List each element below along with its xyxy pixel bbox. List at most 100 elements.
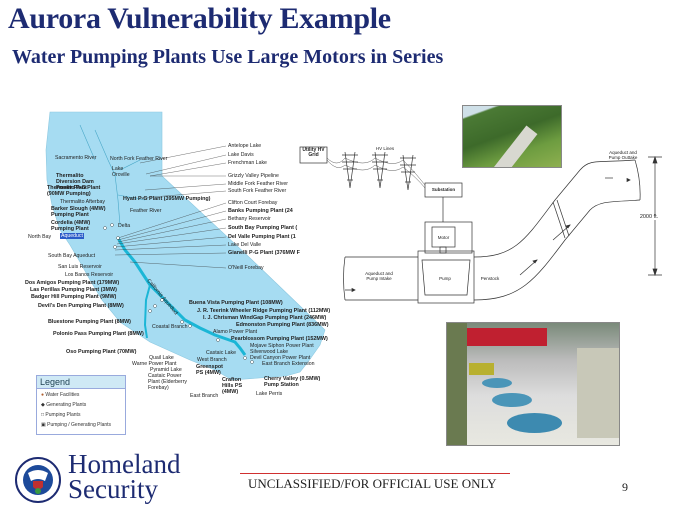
map-label: Badger Hill Pumping Plant (9MW) <box>31 294 117 300</box>
map-label: Sacramento River <box>55 155 97 161</box>
rivers <box>79 124 146 226</box>
map-label: Bluestone Pumping Plant (8MW) <box>48 319 131 325</box>
pumping-plant-icon: □ <box>41 412 45 418</box>
legend-item-water-facilities: ● Water Facilities <box>37 389 125 399</box>
map-label: Del Valle Pumping Plant (1 <box>228 234 296 240</box>
pump-label: Pump <box>439 276 451 281</box>
utility-hv-grid-label: Utility HV Grid <box>302 147 325 158</box>
map-label: Antelope Lake <box>228 143 262 149</box>
dhs-seal-logo <box>15 457 61 503</box>
coastal-branch-line <box>143 284 151 339</box>
map-label: O'Neill Forebay <box>228 265 264 271</box>
legend-item-generating: ◆ Generating Plants <box>37 399 125 409</box>
map-label: Devil Canyon Power Plant <box>250 355 311 361</box>
hv-lines <box>326 157 426 189</box>
map-label: Quail Lake <box>149 355 174 361</box>
legend-label: Water Facilities <box>45 392 80 398</box>
strikethrough-line <box>240 473 510 474</box>
map-label: Polonio Pass Pumping Plant (8MW) <box>53 331 144 337</box>
slide-title: Aurora Vulnerability Example <box>8 2 391 35</box>
pump-hall-photo <box>446 322 620 446</box>
map-label: South Fork Feather River <box>228 188 287 194</box>
map-label: Devil's Den Pumping Plant (8MW) <box>38 303 124 309</box>
map-label: Coastal Branch <box>152 324 188 330</box>
map-label: Clifton Court Forebay <box>228 200 278 206</box>
map-label: Lake Perris <box>256 391 283 397</box>
pumping-generating-icon: ▣ <box>41 422 46 428</box>
org-line-2: Security <box>68 474 158 504</box>
transmission-tower-icons <box>342 151 416 191</box>
map-label: Silverwood Lake <box>250 349 289 355</box>
map-label: East Branch Extension <box>262 361 315 367</box>
map-label: Edmonston Pumping Plant (836MW) <box>236 322 329 328</box>
generating-plant-icon: ◆ <box>41 402 45 408</box>
map-label: Feather River <box>130 208 162 214</box>
map-label: Oso Pumping Plant (70MW) <box>66 349 137 355</box>
classification-marking: UNCLASSIFIED/FOR OFFICIAL USE ONLY <box>248 476 497 491</box>
map-label: Thermalito Diversion Dam Power Plant <box>56 173 94 191</box>
map-label: Las Perillas Pumping Plant (3MW) <box>30 287 117 293</box>
map-label: Hyatt P-G Plant (395MW Pumping) <box>123 196 211 202</box>
substation-box <box>424 182 463 198</box>
legend-label: Generating Plants <box>46 402 87 408</box>
map-label: Lake Del Valle <box>228 242 262 248</box>
homeland-security-wordmark: Homeland Security <box>68 449 181 504</box>
map-label: Castaic Lake <box>206 350 236 356</box>
penstock-label: Penstock <box>480 276 500 281</box>
map-label: South Bay Aqueduct <box>48 253 96 259</box>
legend-label: Pumping Plants <box>45 412 81 418</box>
map-label: East Branch <box>190 393 219 399</box>
hillside-penstock-photo <box>462 105 562 168</box>
map-label: Delta <box>118 223 131 229</box>
penstock-pipe <box>473 159 641 301</box>
water-facility-icon: ● <box>41 392 45 398</box>
map-label: North Fork Feather River <box>110 156 168 162</box>
map-label: Lake Davis <box>228 152 254 158</box>
map-label: Barker Slough (4MW) Pumping Plant <box>51 206 106 218</box>
map-label: Pyramid Lake <box>150 367 182 373</box>
map-label: Alamo Power Plant <box>213 329 258 335</box>
legend-title: Legend <box>37 376 125 389</box>
map-label: Bethany Reservoir <box>228 216 271 222</box>
map-label: Banks Pumping Plant (24 <box>228 208 293 214</box>
motor-label: Motor <box>437 235 450 240</box>
map-label: Mojave Siphon Power Plant <box>250 343 314 349</box>
map-label: Warne Power Plant <box>132 361 177 367</box>
utility-box <box>299 146 328 164</box>
map-label: Frenchman Lake <box>228 160 267 166</box>
california-map <box>45 111 326 381</box>
map-label: Greenspot PS (4MW) <box>196 364 223 376</box>
map-label: Gianelli P-G Plant (376MW F <box>228 250 300 256</box>
map-label: Thermalito Afterbay <box>60 199 105 205</box>
substation-label: Substation <box>431 187 456 192</box>
map-label: Grizzly Valley Pipeline <box>228 173 279 179</box>
map-label: Lake Oroville <box>112 166 130 178</box>
intake-pipe <box>345 256 418 301</box>
map-label: Dos Amigos Pumping Plant (179MW) <box>25 280 120 286</box>
facility-markers <box>103 223 254 364</box>
map-label: South Bay Pumping Plant ( <box>228 225 298 231</box>
map-label: Middle Fork Feather River <box>228 181 288 187</box>
hv-lines-label: HV Lines <box>375 146 395 151</box>
california-aqueduct-line <box>116 237 247 356</box>
map-label: Cherry Valley (0.5MW) Pump Station <box>264 376 321 388</box>
map-label: San Luis Reservoir <box>58 264 102 270</box>
map-label: Cordelia (4MW) Pumping Plant <box>51 220 91 232</box>
legend-label: Pumping / Generating Plants <box>47 422 112 428</box>
page-number: 9 <box>622 480 628 494</box>
map-label: North Bay <box>28 234 52 240</box>
legend-item-pumping: □ Pumping Plants <box>37 409 125 419</box>
map-label: Los Banos Reservoir <box>65 272 114 278</box>
map-label: J. R. Teerink Wheeler Ridge Pumping Plan… <box>197 308 331 314</box>
slide-subtitle: Water Pumping Plants Use Large Motors in… <box>12 46 444 68</box>
map-label: Buena Vista Pumping Plant (108MW) <box>189 300 283 306</box>
map-label: Pearblossom Pumping Plant (152MW) <box>231 336 328 342</box>
legend-item-pumping-generating: ▣ Pumping / Generating Plants <box>37 419 125 429</box>
map-label: Crafton Hills PS (4MW) <box>222 377 243 395</box>
intake-label: Aqueduct and Pump Intake <box>365 271 393 281</box>
height-label: 2000 ft. <box>638 214 660 220</box>
map-label: West Branch <box>197 357 227 363</box>
org-line-1: Homeland <box>68 449 181 479</box>
pump-box <box>417 250 475 304</box>
outtake-label: Aqueduct and Pump Outtake <box>608 150 638 160</box>
